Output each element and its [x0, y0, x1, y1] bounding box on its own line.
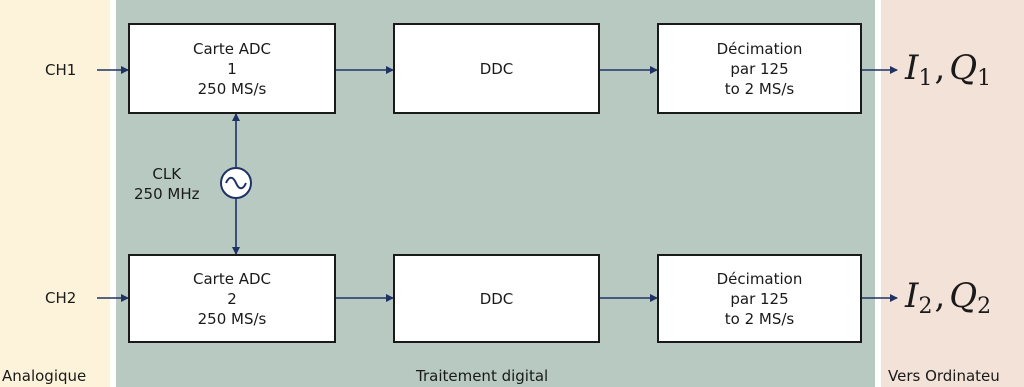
- output-i-2-subscript: 2: [918, 294, 933, 319]
- clock-label-line1: CLK: [152, 165, 182, 183]
- adc-card-1-rate: 250 MS/s: [197, 79, 267, 98]
- adc-card-2-number: 2: [227, 289, 237, 308]
- clock-label-line2: 250 MHz: [134, 185, 200, 203]
- ddc-1-label: DDC: [479, 59, 514, 78]
- adc-card-1-number: 1: [227, 59, 237, 78]
- decimation-2-factor: par 125: [730, 289, 789, 308]
- adc-card-2-block: Carte ADC 2 250 MS/s: [128, 254, 336, 343]
- oscillator-icon: [220, 167, 252, 199]
- decimation-2-block: Décimation par 125 to 2 MS/s: [657, 254, 862, 343]
- ch2-input-label: CH2: [45, 289, 77, 307]
- output-q-1-subscript: 1: [977, 66, 992, 91]
- output-2-separator: ,: [934, 276, 946, 316]
- digital-zone-label: Traitement digital: [416, 367, 549, 385]
- decimation-2-rate: to 2 MS/s: [724, 309, 795, 328]
- clock-label: CLK 250 MHz: [134, 164, 200, 204]
- analog-zone-label: Analogique: [2, 367, 87, 385]
- computer-zone-label: Vers Ordinateu: [888, 367, 1000, 385]
- decimation-1-title: Décimation: [716, 39, 803, 58]
- decimation-1-block: Décimation par 125 to 2 MS/s: [657, 23, 862, 114]
- analog-zone: [0, 0, 110, 387]
- adc-card-1-block: Carte ADC 1 250 MS/s: [128, 23, 336, 114]
- computer-zone: [881, 0, 1024, 387]
- adc-card-2-rate: 250 MS/s: [197, 309, 267, 328]
- output-i-1-subscript: 1: [918, 66, 933, 91]
- output-q-2: Q: [949, 276, 978, 316]
- ddc-2-label: DDC: [479, 289, 514, 308]
- output-q-1: Q: [949, 48, 978, 88]
- decimation-1-rate: to 2 MS/s: [724, 79, 795, 98]
- output-iq-2: I2,Q2: [905, 276, 991, 319]
- ddc-2-block: DDC: [393, 254, 600, 343]
- output-iq-1: I1,Q1: [905, 48, 991, 91]
- ch1-input-label: CH1: [45, 61, 77, 79]
- output-q-2-subscript: 2: [977, 294, 992, 319]
- ddc-1-block: DDC: [393, 23, 600, 114]
- output-i-1: I: [905, 48, 919, 88]
- adc-card-1-title: Carte ADC: [193, 39, 271, 58]
- output-1-separator: ,: [934, 48, 946, 88]
- adc-card-2-title: Carte ADC: [193, 269, 271, 288]
- decimation-2-title: Décimation: [716, 269, 803, 288]
- output-i-2: I: [905, 276, 919, 316]
- decimation-1-factor: par 125: [730, 59, 789, 78]
